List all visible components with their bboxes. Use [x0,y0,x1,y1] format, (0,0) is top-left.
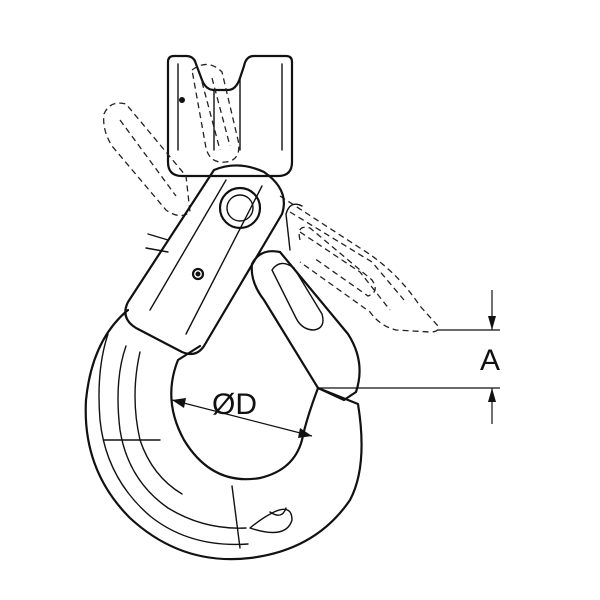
phantom-link-top [103,63,240,217]
dimension-d: ØD [171,388,313,438]
dimension-a-label: A [480,344,500,377]
latch-closed [145,203,361,402]
pin-hole-small [179,97,185,103]
shank-pin-hole [191,267,205,281]
dimension-d-label: ØD [212,388,257,421]
main-pin-inner [226,194,254,222]
hook-shank [124,164,285,356]
hook-body [84,308,363,561]
phantom-latch-open [279,195,439,333]
main-pin-outer [218,186,262,230]
clevis-block [166,54,294,178]
dimension-a: A [318,290,500,424]
shank-pin-dot [195,271,201,277]
